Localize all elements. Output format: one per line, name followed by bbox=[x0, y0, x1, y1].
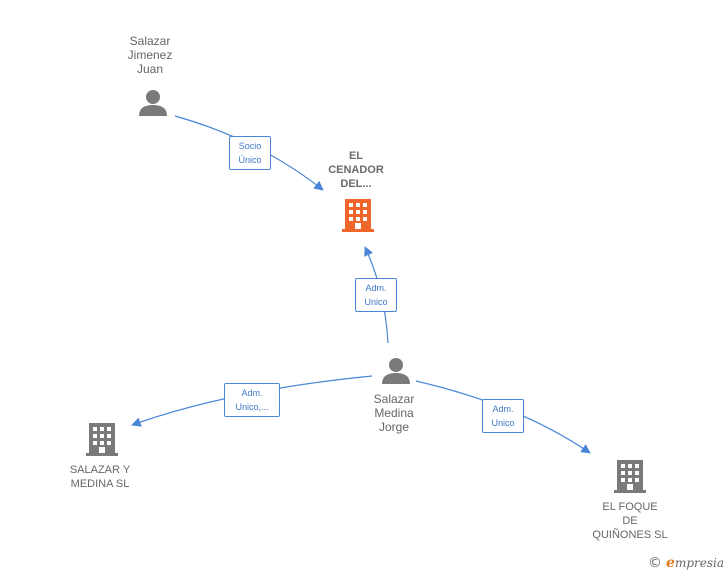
edge-label-jorge-cenador[interactable]: Adm. Unico bbox=[355, 278, 397, 312]
node-label-medina-jorge[interactable]: Salazar Medina Jorge bbox=[373, 392, 415, 434]
building-icon[interactable] bbox=[86, 423, 118, 456]
copyright-symbol: © bbox=[648, 555, 663, 571]
brand-initial: e bbox=[666, 555, 675, 571]
building-icon[interactable] bbox=[342, 199, 374, 232]
edge-label-line: Adm. bbox=[492, 404, 514, 414]
edge-label-line: Único bbox=[238, 155, 262, 165]
node-label-foque[interactable]: EL FOQUE DE QUIÑONES SL bbox=[592, 501, 668, 541]
edge-label-jorge-foque[interactable]: Adm. Unico bbox=[482, 399, 524, 433]
edge-label-line: Unico bbox=[491, 418, 515, 428]
person-icon[interactable] bbox=[382, 358, 410, 384]
empresia-watermark: ©empresia bbox=[648, 555, 724, 571]
building-icon[interactable] bbox=[614, 460, 646, 493]
edge-label-line: Socio bbox=[238, 141, 262, 151]
person-icon[interactable] bbox=[139, 90, 167, 116]
brand-name: mpresia bbox=[674, 556, 724, 570]
edge-label-jorge-salazar-sl[interactable]: Adm. Unico,... bbox=[224, 383, 280, 417]
edge-label-line: Unico,... bbox=[235, 402, 269, 412]
edge-label-line: Adm. bbox=[241, 388, 263, 398]
node-label-cenador[interactable]: EL CENADOR DEL... bbox=[328, 150, 384, 190]
edge-label-jimenez-cenador[interactable]: Socio Único bbox=[229, 136, 271, 170]
node-label-jimenez[interactable]: Salazar Jimenez Juan bbox=[127, 34, 173, 76]
edge-label-line: Unico bbox=[364, 297, 388, 307]
edge-label-line: Adm. bbox=[365, 283, 387, 293]
node-label-salazar-medina-sl[interactable]: SALAZAR Y MEDINA SL bbox=[69, 464, 131, 490]
